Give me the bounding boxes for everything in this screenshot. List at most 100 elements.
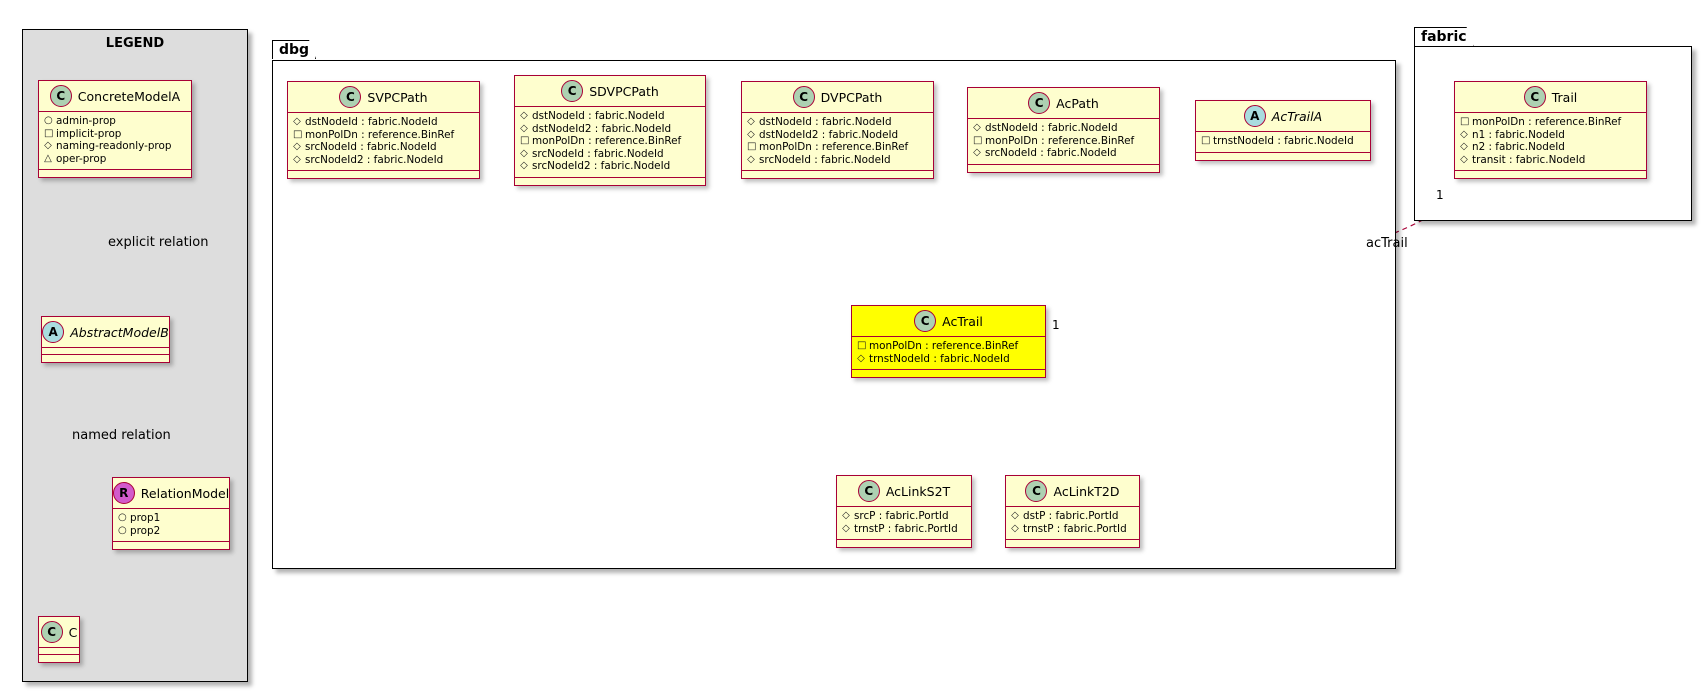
relation-r-icon: R — [112, 482, 135, 504]
attribute-text: monPolDn : reference.BinRef — [869, 340, 1019, 352]
class-trail[interactable]: C Trail □monPolDn : reference.BinRef◇n1 … — [1454, 81, 1647, 180]
class-header: C SDVPCPath — [515, 76, 705, 107]
class-header: C C — [39, 617, 79, 648]
visibility-icon: □ — [44, 127, 54, 139]
attribute-text: n2 : fabric.NodeId — [1472, 141, 1565, 154]
class-c-icon: C — [1523, 86, 1546, 108]
attribute-row: ◇ srcNodeId2 : fabric.NodeId — [520, 160, 701, 173]
attribute-list: ◇ dstNodeId : fabric.NodeId□monPolDn : re… — [288, 113, 479, 172]
class-c[interactable]: C C — [38, 616, 80, 663]
attribute-row: □trnstNodeId : fabric.NodeId — [1201, 135, 1366, 148]
class-concrete-model-a[interactable]: C ConcreteModelA ○admin-prop□implicit-pr… — [38, 80, 192, 179]
class-header: R RelationModel — [112, 478, 230, 509]
visibility-icon: □ — [973, 134, 983, 146]
attribute-row: □monPolDn : reference.BinRef — [293, 129, 475, 142]
class-header: A AcTrailA — [1196, 101, 1370, 132]
class-relation-model[interactable]: R RelationModel ○prop1○prop2 — [112, 477, 230, 551]
visibility-icon: □ — [293, 128, 303, 140]
attribute-row: ◇naming-readonly-prop — [44, 140, 187, 153]
class-name: RelationModel — [140, 485, 230, 501]
attribute-text: srcNodeId : fabric.NodeId — [305, 141, 437, 154]
attribute-text: dstNodeId2 : fabric.NodeId — [759, 128, 899, 141]
explicit-relation-label: explicit relation — [108, 235, 209, 250]
attribute-row: ◇ dstNodeId : fabric.NodeId — [293, 116, 475, 129]
attribute-row: ◇ dstNodeId : fabric.NodeId — [973, 122, 1155, 135]
visibility-icon: ◇ — [747, 116, 755, 127]
class-actrail[interactable]: C AcTrail □monPolDn : reference.BinRef◇t… — [851, 305, 1046, 379]
attribute-row: □monPolDn : reference.BinRef — [520, 135, 701, 148]
visibility-icon: △ — [44, 152, 52, 164]
class-aclinkt2d[interactable]: C AcLinkT2D ◇dstP : fabric.PortId◇trnstP… — [1005, 475, 1140, 549]
class-name: ConcreteModelA — [77, 88, 181, 104]
attribute-row: ○prop1 — [118, 512, 225, 525]
class-svpcpath[interactable]: C SVPCPath ◇ dstNodeId : fabric.NodeId□mo… — [287, 81, 480, 180]
actrail-relation-label: acTrail — [1366, 236, 1408, 251]
class-header: C SVPCPath — [288, 82, 479, 113]
attribute-row: ◇dstNodeId : fabric.NodeId — [520, 110, 701, 123]
visibility-icon: ◇ — [520, 160, 528, 172]
attribute-row: ◇trnstP : fabric.PortId — [1011, 523, 1135, 536]
multiplicity-source: 1 — [1436, 188, 1444, 202]
class-name: AcTrailA — [1271, 108, 1323, 124]
class-header: C DVPCPath — [742, 82, 933, 113]
attribute-text: monPolDn : reference.BinRef — [985, 134, 1135, 147]
attribute-row: ◇n1 : fabric.NodeId — [1460, 129, 1642, 142]
attribute-text: trnstP : fabric.PortId — [1023, 522, 1127, 535]
class-c-icon: C — [1025, 480, 1048, 502]
multiplicity-target: 1 — [1052, 318, 1060, 332]
class-name: AcLinkT2D — [1053, 483, 1120, 499]
attribute-text: srcNodeId2 : fabric.NodeId — [305, 153, 444, 166]
visibility-icon: ◇ — [293, 141, 301, 153]
class-name: Trail — [1551, 89, 1578, 105]
visibility-icon: □ — [747, 141, 757, 153]
attribute-row: ◇dstNodeId2 : fabric.NodeId — [747, 129, 929, 142]
attribute-text: trnstNodeId : fabric.NodeId — [1213, 135, 1354, 147]
visibility-icon: ◇ — [520, 147, 528, 159]
class-name: C — [68, 624, 78, 640]
class-header: C Trail — [1455, 82, 1646, 113]
visibility-icon: ◇ — [973, 147, 981, 159]
class-dvpcpath[interactable]: C DVPCPath ◇dstNodeId : fabric.NodeId◇ds… — [741, 81, 934, 180]
attribute-row: ◇dstNodeId : fabric.NodeId — [747, 116, 929, 129]
visibility-icon: ◇ — [293, 153, 301, 165]
visibility-icon: ○ — [118, 512, 127, 523]
visibility-icon: ◇ — [857, 352, 865, 364]
class-sdvpcpath[interactable]: C SDVPCPath ◇dstNodeId : fabric.NodeId◇d… — [514, 75, 706, 186]
class-header: C AcPath — [968, 88, 1159, 119]
attribute-row: □monPolDn : reference.BinRef — [1460, 116, 1642, 129]
attribute-text: prop2 — [130, 524, 161, 537]
attribute-text: dstNodeId : fabric.NodeId — [305, 116, 438, 128]
visibility-icon: ◇ — [520, 122, 528, 134]
attribute-row: ○admin-prop — [44, 115, 187, 128]
attribute-text: admin-prop — [56, 115, 116, 127]
attribute-list: □trnstNodeId : fabric.NodeId — [1196, 132, 1370, 153]
class-acpath[interactable]: C AcPath ◇ dstNodeId : fabric.NodeId□monP… — [967, 87, 1160, 173]
visibility-icon: ◇ — [842, 510, 850, 521]
class-header: C AcLinkT2D — [1006, 476, 1139, 507]
package-tab-dbg: dbg — [272, 40, 316, 59]
class-name: SVPCPath — [367, 89, 428, 105]
class-actraila[interactable]: A AcTrailA □trnstNodeId : fabric.NodeId — [1195, 100, 1371, 161]
visibility-icon: ◇ — [293, 116, 301, 127]
visibility-icon: ◇ — [842, 522, 850, 534]
attribute-text: dstNodeId : fabric.NodeId — [985, 122, 1118, 134]
attribute-row: ◇dstP : fabric.PortId — [1011, 510, 1135, 523]
class-name: AcPath — [1056, 95, 1099, 111]
class-c-icon: C — [561, 80, 584, 102]
class-abstract-model-b[interactable]: A AbstractModelB — [41, 316, 170, 363]
attribute-row: ◇srcNodeId : fabric.NodeId — [747, 154, 929, 167]
attribute-text: srcNodeId : fabric.NodeId — [985, 147, 1117, 160]
attribute-list: □monPolDn : reference.BinRef◇n1 : fabric… — [1455, 113, 1646, 172]
attribute-text: naming-readonly-prop — [56, 140, 172, 153]
attribute-row: ◇ srcNodeId : fabric.NodeId — [293, 141, 475, 154]
attribute-text: srcNodeId2 : fabric.NodeId — [532, 160, 671, 173]
visibility-icon: ◇ — [747, 153, 755, 165]
class-aclinks2t[interactable]: C AcLinkS2T ◇srcP : fabric.PortId◇trnstP… — [836, 475, 972, 549]
attribute-list: ○prop1○prop2 — [113, 509, 229, 543]
class-c-icon: C — [914, 310, 937, 332]
visibility-icon: □ — [1201, 135, 1211, 146]
class-name: SDVPCPath — [589, 83, 659, 99]
legend-title: LEGEND — [105, 36, 165, 51]
visibility-icon: ◇ — [973, 122, 981, 133]
